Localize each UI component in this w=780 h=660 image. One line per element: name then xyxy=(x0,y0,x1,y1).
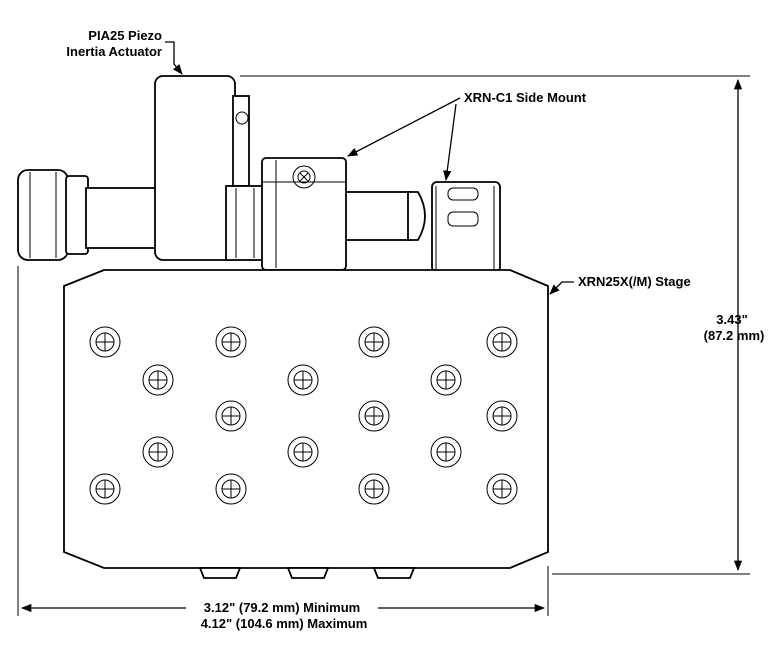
drive-shaft xyxy=(85,187,426,249)
adjuster-knob xyxy=(17,169,89,261)
stage-body xyxy=(63,269,549,579)
screw-hole xyxy=(142,364,174,396)
screw-hole xyxy=(89,473,121,505)
side-mount-clamp xyxy=(261,157,347,271)
stage-label: XRN25X(/M) Stage xyxy=(578,274,691,289)
screw-hole xyxy=(486,400,518,432)
width-dimension xyxy=(17,266,549,616)
screw-hole xyxy=(486,326,518,358)
actuator-label-line1: PIA25 Piezo xyxy=(88,28,162,43)
width-max-label: 4.12" (104.6 mm) Maximum xyxy=(201,616,368,631)
piezo-actuator xyxy=(154,75,265,261)
side-mount-post xyxy=(431,181,501,273)
screw-hole xyxy=(287,364,319,396)
screw-hole xyxy=(358,326,390,358)
screw-hole xyxy=(215,326,247,358)
height-in-label: 3.43" xyxy=(716,312,747,327)
width-min-label: 3.12" (79.2 mm) Minimum xyxy=(204,600,360,615)
screw-hole xyxy=(142,436,174,468)
leader-lines xyxy=(165,41,574,295)
side-mount-label: XRN-C1 Side Mount xyxy=(464,90,587,105)
height-mm-label: (87.2 mm) xyxy=(704,328,765,343)
screw-hole xyxy=(430,436,462,468)
screw-hole xyxy=(215,473,247,505)
screw-hole xyxy=(486,473,518,505)
actuator-label-line2: Inertia Actuator xyxy=(66,44,162,59)
screw-hole xyxy=(358,400,390,432)
screw-hole xyxy=(287,436,319,468)
screw-hole xyxy=(358,473,390,505)
screw-hole xyxy=(215,400,247,432)
screw-pattern xyxy=(89,326,518,505)
screw-hole xyxy=(430,364,462,396)
screw-hole xyxy=(89,326,121,358)
height-dimension xyxy=(240,75,750,575)
